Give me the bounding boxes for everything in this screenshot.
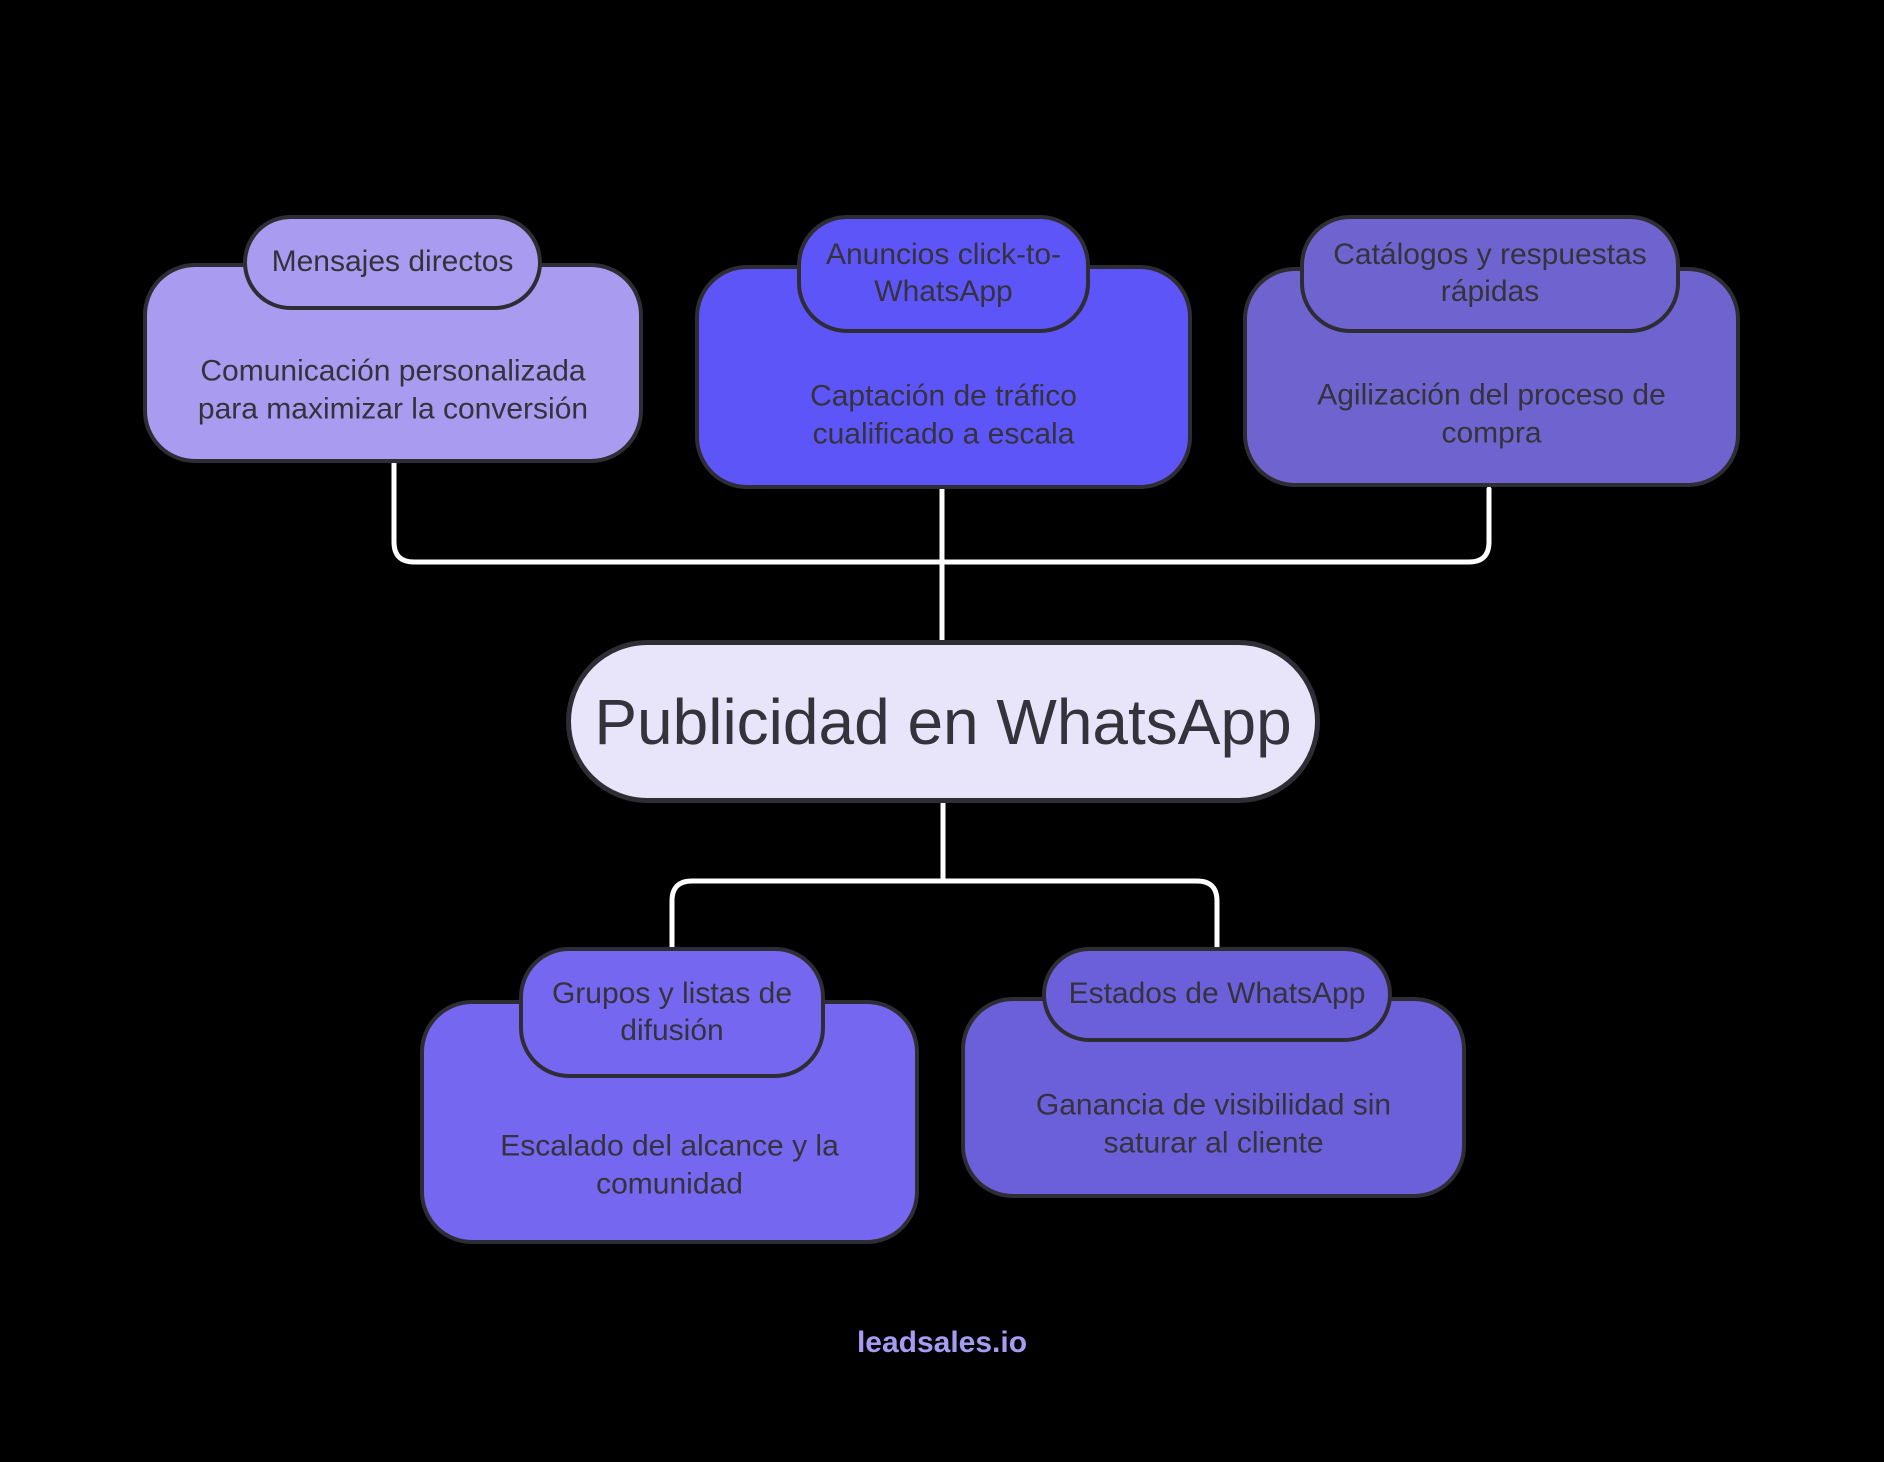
branch-label: Mensajes directos xyxy=(271,245,514,279)
branch-description: Ganancia de visibilidad sin saturar al c… xyxy=(1035,1088,1392,1160)
branch-label: Estados de WhatsApp xyxy=(1068,977,1366,1011)
branch-label-pill-anuncios-click-to-whatsapp: Anuncios click-to-WhatsApp xyxy=(797,215,1090,333)
branch-description: Escalado del alcance y la comunidad xyxy=(500,1129,839,1201)
bottom-bus-connector xyxy=(669,878,1220,952)
central-node-publicidad-en-whatsapp: Publicidad en WhatsApp xyxy=(566,640,1320,803)
branch-label-pill-estados-de-whatsapp: Estados de WhatsApp xyxy=(1042,947,1392,1042)
branch-description: Agilización del proceso de compra xyxy=(1317,378,1666,450)
branch-label: Grupos y listas de difusión xyxy=(551,976,793,1047)
branch-label: Catálogos y respuestas rápidas xyxy=(1333,238,1647,308)
central-node-title: Publicidad en WhatsApp xyxy=(594,685,1292,758)
branch-description: Comunicación personalizada para maximiza… xyxy=(197,354,589,426)
footer-brand: leadsales.io xyxy=(856,1326,1028,1359)
branch-label-pill-grupos-y-listas-de-difusion: Grupos y listas de difusión xyxy=(519,947,825,1078)
branch-label-pill-catalogos-y-respuestas-rapidas: Catálogos y respuestas rápidas xyxy=(1300,215,1680,333)
branch-label: Anuncios click-to-WhatsApp xyxy=(825,238,1062,308)
branch-card-grupos-y-listas-de-difusion: Escalado del alcance y la comunidad xyxy=(420,1000,919,1244)
branch-description: Captación de tráfico cualificado a escal… xyxy=(810,379,1077,451)
branch-label-pill-mensajes-directos: Mensajes directos xyxy=(243,215,542,310)
